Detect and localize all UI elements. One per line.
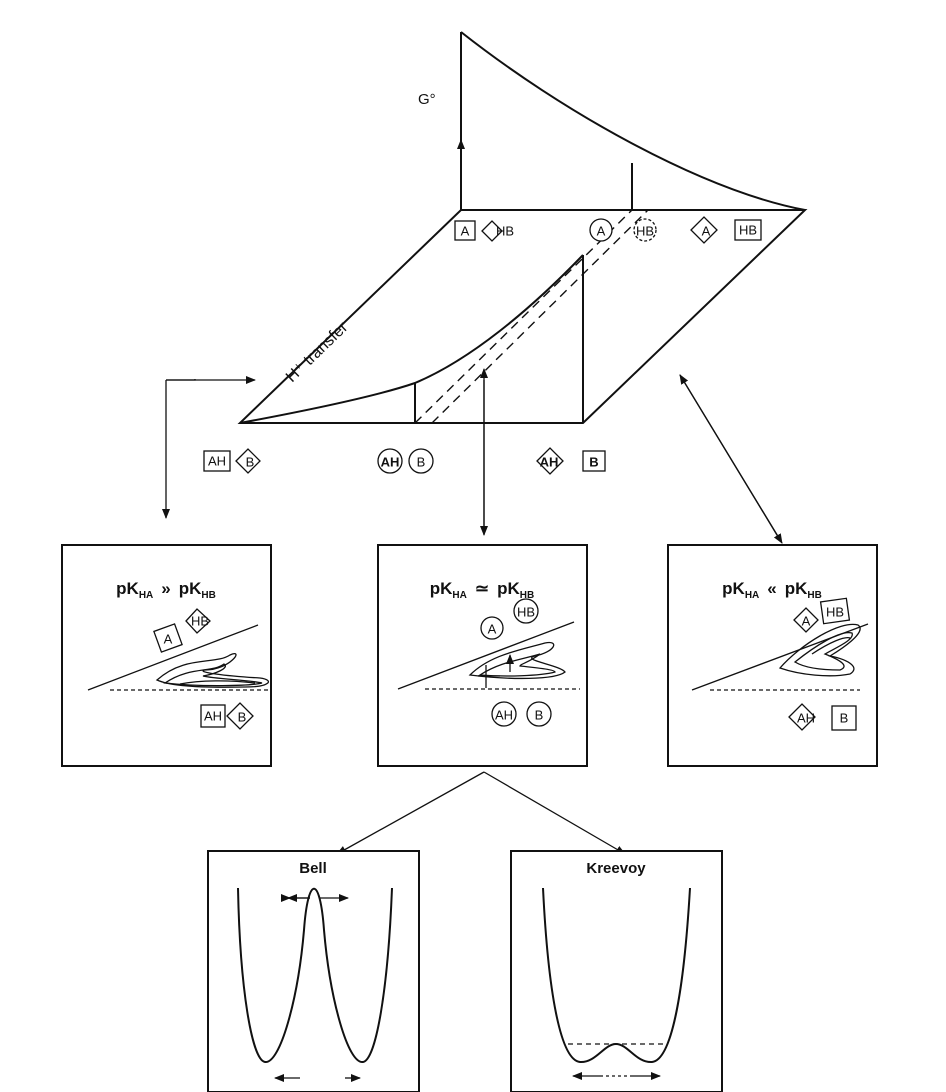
dashed-valley-2 (431, 209, 649, 424)
species-label: B (417, 455, 426, 470)
species-label: HB (496, 224, 514, 239)
square-shape (153, 623, 183, 653)
species-label: A (488, 622, 497, 637)
front-energy-curve (239, 254, 584, 424)
species-label: HB (636, 224, 654, 239)
circle-shape (491, 701, 517, 727)
back-energy-curve (460, 31, 806, 211)
species-label: B (238, 710, 247, 725)
square-shape (454, 220, 476, 241)
reaction-coordinate (87, 624, 259, 691)
diamond-shape (788, 703, 816, 731)
panel-title: pKHA»pKHB (116, 579, 216, 601)
diamond-shape (226, 702, 254, 730)
circle-shape (408, 448, 434, 474)
free-energy-surface: G° H⁺ transfer (237, 31, 808, 424)
bell-potential-panel: Bell (207, 850, 420, 1092)
species-label: A (461, 224, 470, 239)
bell-title: Bell (299, 860, 327, 877)
to-kreevoy-arrow (483, 771, 626, 855)
square-shape (582, 450, 606, 472)
species-label: HB (826, 605, 844, 620)
front-labels: AH B AH B AH B (203, 447, 606, 475)
panel-pka-greater: pKHA»pKHB A HB AH B (61, 544, 272, 767)
contour (793, 632, 853, 671)
dashed-valley-1 (414, 209, 633, 424)
species-label: B (535, 708, 544, 723)
kreevoy-potential-panel: Kreevoy (510, 850, 723, 1092)
diamond-shape (793, 607, 819, 633)
circle-shape (513, 598, 539, 624)
diamond-shape (235, 448, 261, 474)
double-well-curve (237, 887, 393, 1063)
diamond-shape (185, 608, 211, 634)
kreevoy-title: Kreevoy (586, 860, 646, 877)
species-label: AH (208, 454, 226, 469)
circle-shape (480, 616, 504, 640)
species-label: HB (517, 605, 535, 620)
diamond-shape (481, 220, 503, 242)
species-label: AH (204, 709, 222, 724)
transfer-label: H⁺ transfer (283, 319, 352, 386)
square-shape (819, 597, 851, 625)
species-label: A (164, 632, 173, 647)
square-shape (734, 219, 762, 241)
species-label: B (840, 711, 849, 726)
square-shape (831, 705, 857, 731)
to-bell-arrow (336, 771, 485, 855)
square-shape (200, 704, 226, 728)
reaction-coordinate (397, 621, 575, 690)
species-label: AH (797, 711, 815, 726)
species-label: A (702, 224, 711, 239)
circle-shape (589, 218, 613, 242)
panel-frame (510, 850, 723, 1092)
species-label: HB (191, 614, 209, 629)
contour (163, 663, 263, 687)
reaction-plane (237, 209, 808, 424)
contour-core (179, 680, 256, 685)
panel-pka-less: pKHA«pKHB A HB AH B (667, 544, 878, 767)
diamond-shape (536, 447, 564, 475)
species-label: A (597, 224, 606, 239)
panel-title: pKHA«pKHB (722, 579, 822, 601)
species-label: AH (381, 455, 400, 470)
circle-shape (526, 701, 552, 727)
species-label: AH (540, 455, 559, 470)
diamond-shape (690, 216, 718, 244)
circle-shape (633, 218, 657, 242)
connector-arrows (162, 368, 783, 855)
g-axis-label: G° (418, 91, 436, 108)
contour (478, 653, 556, 677)
panel-title: pKHA≃pKHB (430, 579, 535, 601)
contour-core (811, 636, 851, 655)
square-shape (203, 450, 231, 472)
back-labels: A HB A HB A HB (454, 216, 762, 244)
panel-frame (207, 850, 420, 1092)
species-label: HB (739, 223, 757, 238)
circle-shape (377, 448, 403, 474)
species-label: B (246, 455, 255, 470)
right-down-arrow (679, 374, 783, 544)
species-label: B (589, 455, 598, 470)
panel-pka-equal: pKHA≃pKHB A HB AH B (377, 544, 588, 767)
species-label: AH (495, 708, 513, 723)
species-label: A (802, 614, 811, 629)
panel-frame (377, 544, 588, 767)
